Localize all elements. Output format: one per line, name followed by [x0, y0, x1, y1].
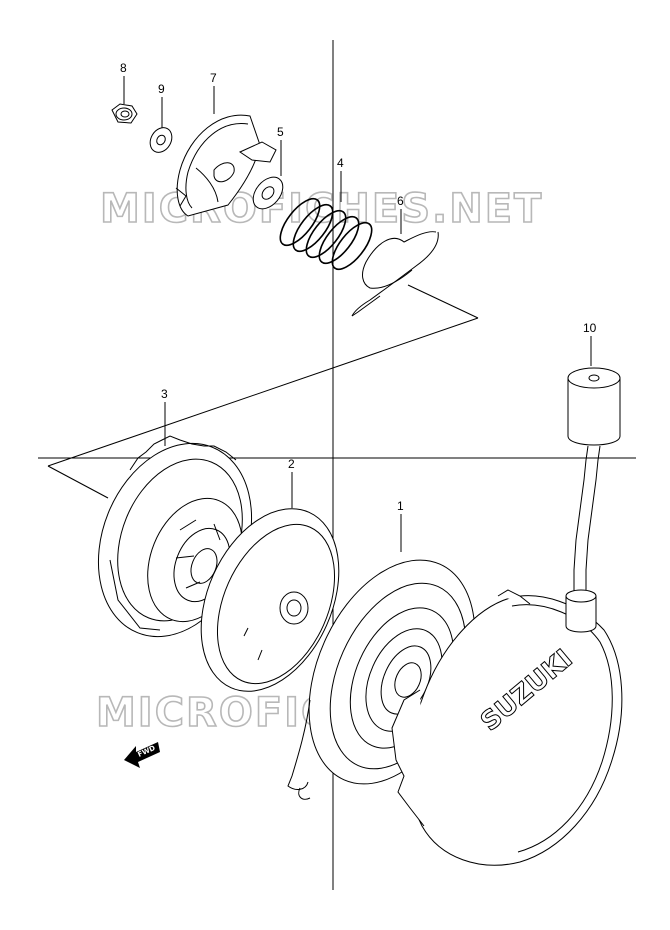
starter-housing-cover: SUZUKI	[391, 589, 623, 866]
callout-4: 4	[337, 156, 344, 202]
callout-8: 8	[120, 61, 127, 104]
svg-text:2: 2	[288, 457, 295, 471]
nut-part	[111, 103, 138, 124]
retaining-ring	[351, 231, 439, 317]
callout-3: 3	[161, 387, 168, 446]
spring-case-reel	[200, 508, 340, 692]
coil-spring	[279, 197, 373, 271]
svg-text:1: 1	[397, 499, 404, 513]
starter-handle	[565, 367, 621, 633]
thrust-washer	[252, 176, 284, 210]
callout-5: 5	[277, 125, 284, 176]
callout-9: 9	[158, 82, 165, 128]
svg-text:10: 10	[583, 321, 597, 335]
callout-1: 1	[397, 499, 404, 552]
svg-text:7: 7	[210, 71, 217, 85]
callout-2: 2	[288, 457, 295, 508]
svg-text:3: 3	[161, 387, 168, 401]
svg-text:4: 4	[337, 156, 344, 170]
svg-text:6: 6	[397, 194, 404, 208]
callout-10: 10	[583, 321, 597, 366]
ratchet-guide-plate	[175, 114, 277, 217]
svg-text:5: 5	[277, 125, 284, 139]
assembly-leader	[47, 284, 479, 499]
svg-text:8: 8	[120, 61, 127, 75]
washer-part	[149, 127, 173, 153]
forward-direction-arrow: FWD	[124, 742, 160, 768]
callout-7: 7	[210, 71, 217, 114]
watermark-top: MICROFICHES.NET	[100, 186, 543, 232]
svg-text:9: 9	[158, 82, 165, 96]
callout-6: 6	[397, 194, 404, 234]
